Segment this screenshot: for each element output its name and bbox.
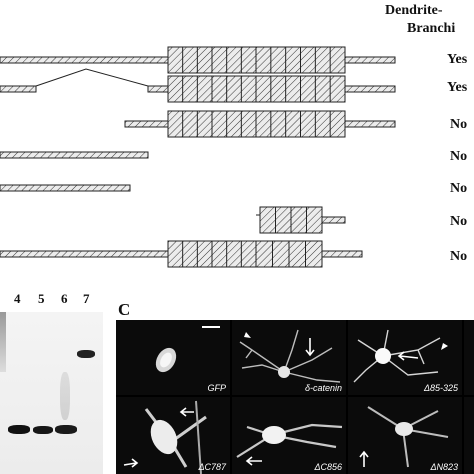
micrograph-label: ΔN823 xyxy=(430,462,458,472)
micrograph-panel: GFP δ-catenin Δ85-325 xyxy=(116,320,474,474)
result-row-2: Yes xyxy=(447,80,468,95)
construct-5-linker xyxy=(0,184,131,192)
lane-label-5: 5 xyxy=(38,291,45,306)
result-row-1: Yes xyxy=(447,52,468,67)
result-row-4: No xyxy=(450,149,468,164)
lane-label-7: 7 xyxy=(83,291,90,306)
micrograph-deltaC787: ΔC787 xyxy=(116,397,230,474)
micrograph-label: Δ85-325 xyxy=(423,383,458,393)
construct-map xyxy=(0,46,396,268)
micrograph-label: ΔC787 xyxy=(198,462,226,472)
construct-1-linker xyxy=(0,56,169,64)
blot-smear-left xyxy=(0,312,6,372)
construct-2-linker xyxy=(147,85,169,93)
construct-2-linker xyxy=(0,85,37,93)
blot-band-lane-4 xyxy=(8,425,30,434)
result-row-7: No xyxy=(450,249,468,264)
micrograph-deltaC856: ΔC856 xyxy=(232,397,346,474)
construct-4-linker xyxy=(0,151,149,159)
micrograph-label: δ-catenin xyxy=(304,383,342,393)
column-header-line1: Dendrite- xyxy=(385,3,443,18)
micrograph-deltaN823-image xyxy=(359,406,449,468)
construct-6-linker xyxy=(321,216,346,224)
construct-3-linker xyxy=(344,120,396,128)
result-row-6: No xyxy=(450,214,468,229)
construct-2-linker xyxy=(344,85,396,93)
micrograph-edge xyxy=(464,397,474,474)
micrograph-gfp-image xyxy=(155,326,220,373)
lane-label-4: 4 xyxy=(14,291,21,306)
micrograph-delta-catenin-image xyxy=(239,329,341,383)
result-row-3: No xyxy=(450,117,468,132)
micrograph-label: GFP xyxy=(207,383,226,393)
blot-band-lane-5 xyxy=(33,426,53,434)
western-blot xyxy=(0,312,103,474)
micrograph-deltaN823: ΔN823 xyxy=(348,397,462,474)
column-header: Dendrite- Branchi xyxy=(385,2,455,38)
micrograph-delta-catenin: δ-catenin xyxy=(232,320,346,395)
panel-c-letter: C xyxy=(118,300,131,319)
blot-smear-lane-6 xyxy=(60,372,70,420)
construct-7-linker xyxy=(321,250,363,258)
lane-label-6: 6 xyxy=(61,291,68,306)
micrograph-deltaC856-image xyxy=(236,423,343,466)
column-header-line2: Branchi xyxy=(407,21,456,36)
deletion-bracket xyxy=(35,68,149,87)
construct-3-linker xyxy=(124,120,169,128)
result-row-5: No xyxy=(450,181,468,196)
blot-band-lane-6 xyxy=(55,425,77,434)
micrograph-label: ΔC856 xyxy=(314,462,342,472)
micrograph-edge xyxy=(464,320,474,395)
construct-1-linker xyxy=(344,56,396,64)
blot-band-lane-7 xyxy=(77,350,95,358)
construct-7-linker xyxy=(0,250,169,258)
micrograph-gfp: GFP xyxy=(116,320,230,395)
micrograph-deltaC787-image xyxy=(123,400,207,474)
micrograph-delta85-325-image xyxy=(353,329,448,383)
micrograph-delta85-325: Δ85-325 xyxy=(348,320,462,395)
